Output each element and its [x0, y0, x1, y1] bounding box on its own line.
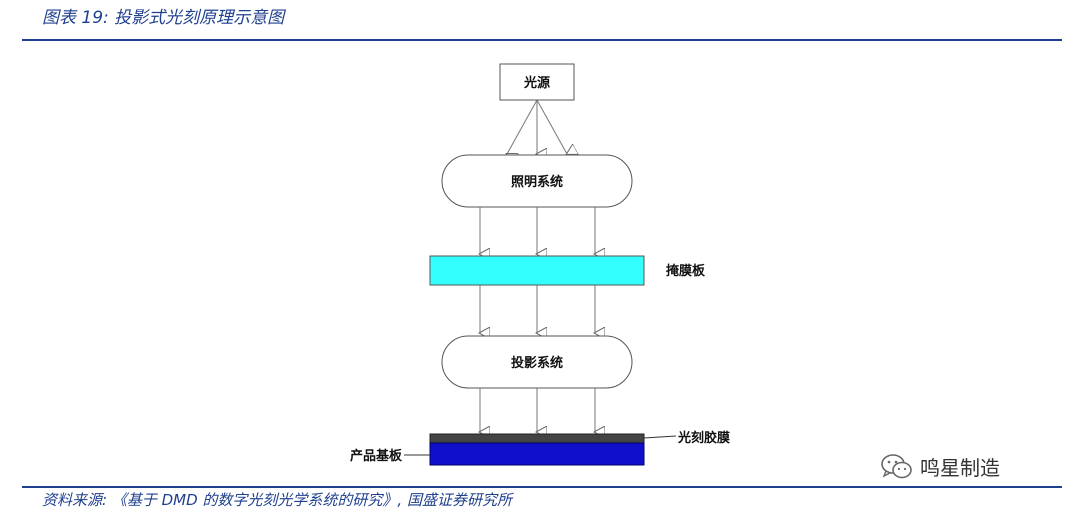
watermark-text: 鸣星制造: [920, 456, 1000, 480]
projection-arrows: [480, 388, 595, 432]
photoresist-layer: [429, 433, 645, 444]
figure-title: 图表 19: 投影式光刻原理示意图: [42, 8, 285, 28]
bottom-divider: [22, 486, 1062, 488]
arrow: [536, 99, 567, 154]
light-source-label: 光源: [523, 75, 550, 91]
wechat-icon: [881, 453, 912, 478]
substrate-label: 产品基板: [350, 448, 403, 464]
light-source-box: [499, 63, 575, 101]
photoresist-leader-line: [643, 435, 677, 439]
source-note: 资料来源: 《基于 DMD 的数字光刻光学系统的研究》, 国盛证券研究所: [42, 491, 512, 509]
photoresist-label: 光刻胶膜: [677, 430, 730, 446]
mask-plate: [429, 255, 645, 286]
arrow: [507, 99, 538, 154]
illumination-arrows: [480, 207, 595, 254]
mask-label: 掩膜板: [666, 263, 706, 279]
substrate: [429, 442, 645, 466]
watermark: 鸣星制造: [880, 452, 1000, 481]
illumination-system-label: 照明系统: [511, 174, 563, 190]
top-divider: [22, 39, 1062, 41]
source-arrows: [507, 99, 567, 154]
projection-system-label: 投影系统: [511, 355, 563, 371]
mask-arrows: [480, 285, 595, 333]
